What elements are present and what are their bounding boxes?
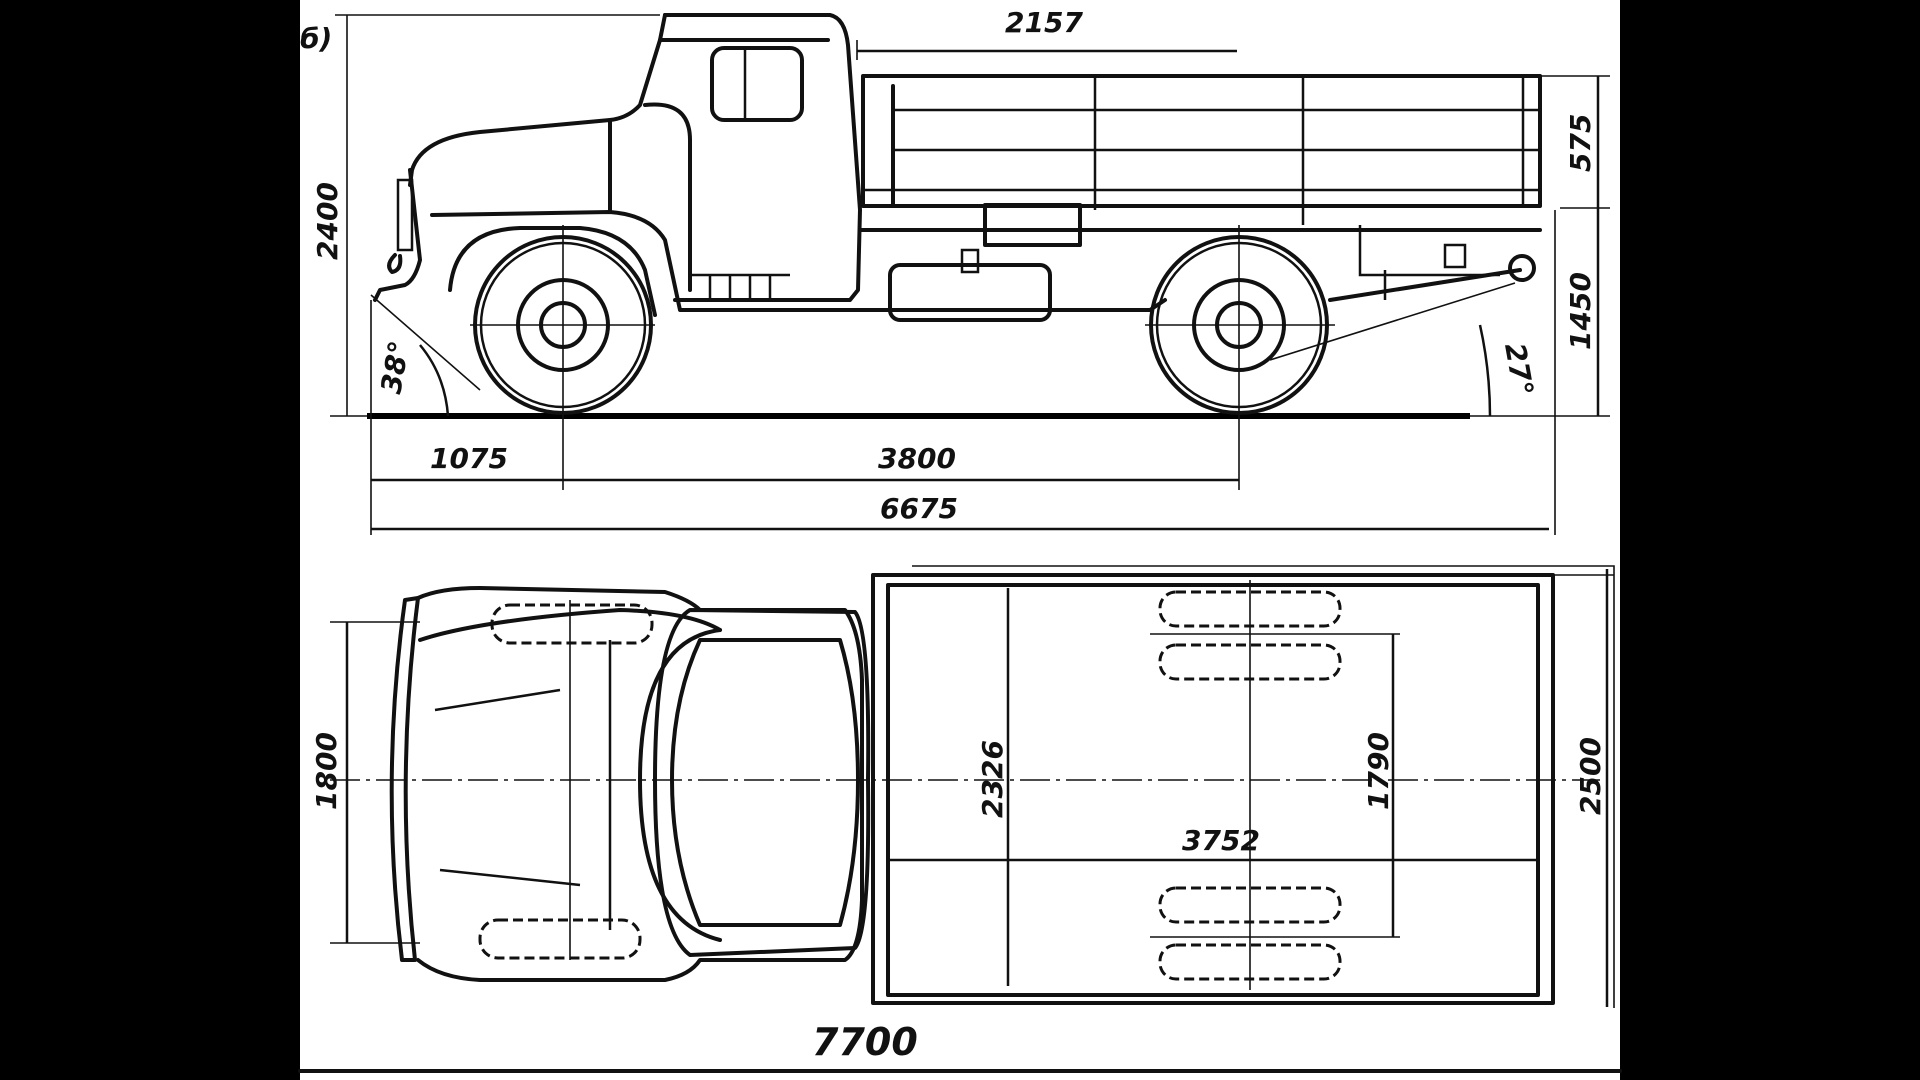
fuel-tank <box>888 263 1052 322</box>
dim-overall-length: 6675 <box>880 492 958 525</box>
dim-rear-track: 1790 <box>1362 732 1395 810</box>
bed-top <box>871 573 1555 1005</box>
dim-wheelbase: 3800 <box>878 442 956 475</box>
dim-overall-width: 2500 <box>1574 737 1607 815</box>
drawing-sheet <box>300 0 1620 1080</box>
dim-bed-inner-width: 2326 <box>976 740 1009 818</box>
bumper <box>389 596 420 962</box>
top-view: 1800 2326 1790 2500 3752 7700 <box>298 565 1622 1073</box>
departure-angle-label: 27° <box>1498 340 1540 398</box>
dim-front-overhang: 1075 <box>430 442 508 475</box>
approach-angle-label: 38° <box>374 338 416 396</box>
dim-front-track: 1800 <box>310 732 343 810</box>
view-label: б) <box>300 22 332 55</box>
cab-outline <box>663 13 862 302</box>
dim-overall-height: 2400 <box>311 182 344 260</box>
dim-platform-height: 1450 <box>1564 272 1597 350</box>
dim-bed-side-height: 575 <box>1564 114 1597 172</box>
cargo-bed <box>861 74 1542 208</box>
cab-window <box>710 46 804 122</box>
dim-cab-to-bed: 2157 <box>1005 6 1083 39</box>
dim-bed-inner-length: 3752 <box>1182 824 1260 857</box>
dim-total-length: 7700 <box>812 1020 918 1064</box>
hood-top <box>416 586 864 982</box>
battery-box <box>983 203 1082 247</box>
side-view: 38° 27° 2400 2157 575 1450 1075 3800 667… <box>311 6 1610 535</box>
